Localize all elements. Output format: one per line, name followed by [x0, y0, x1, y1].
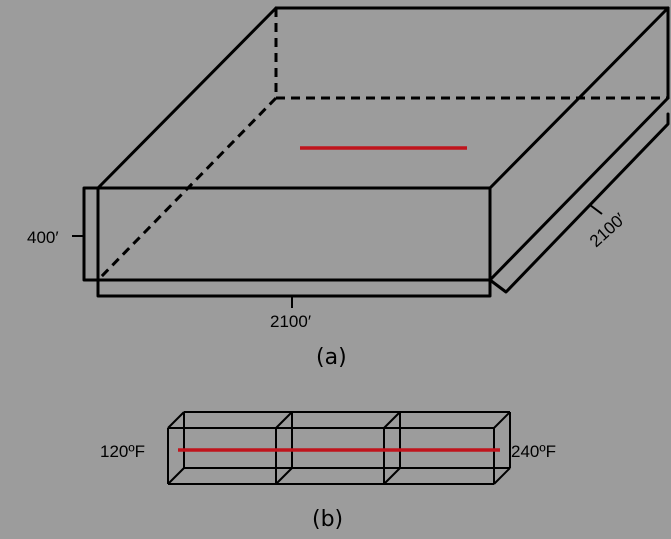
height-label: 400′ [27, 228, 59, 247]
block-conn-7 [383, 467, 401, 485]
grid-blocks-b: 120ºF 240ºF (b) [100, 411, 556, 532]
edge-top-left-diagonal [96, 6, 278, 190]
front-face [96, 186, 492, 282]
block-conn-2 [275, 411, 293, 429]
height-dimension-bracket [82, 186, 100, 282]
left-temperature-label: 120ºF [100, 442, 145, 461]
depth-dimension-tick [589, 204, 603, 215]
right-temperature-label: 240ºF [511, 442, 556, 461]
edge-top-right-diagonal [488, 6, 670, 190]
block-conn-4 [493, 411, 511, 429]
width-dimension-bracket [96, 278, 492, 298]
edge-bottom-right-diagonal [488, 96, 670, 282]
depth-label: 2100′ [586, 209, 629, 251]
block-conn-1 [167, 411, 185, 429]
caption-b: (b) [312, 507, 343, 532]
block-conn-8 [493, 467, 511, 485]
block-conn-3 [383, 411, 401, 429]
caption-a: (a) [316, 345, 347, 370]
reservoir-box-a: 400′ 2100′ 2100′ (a) [27, 6, 670, 370]
depth-dimension-bracket [488, 112, 670, 294]
width-label: 2100′ [270, 312, 311, 331]
block-conn-5 [167, 467, 185, 485]
block-conn-6 [275, 467, 293, 485]
